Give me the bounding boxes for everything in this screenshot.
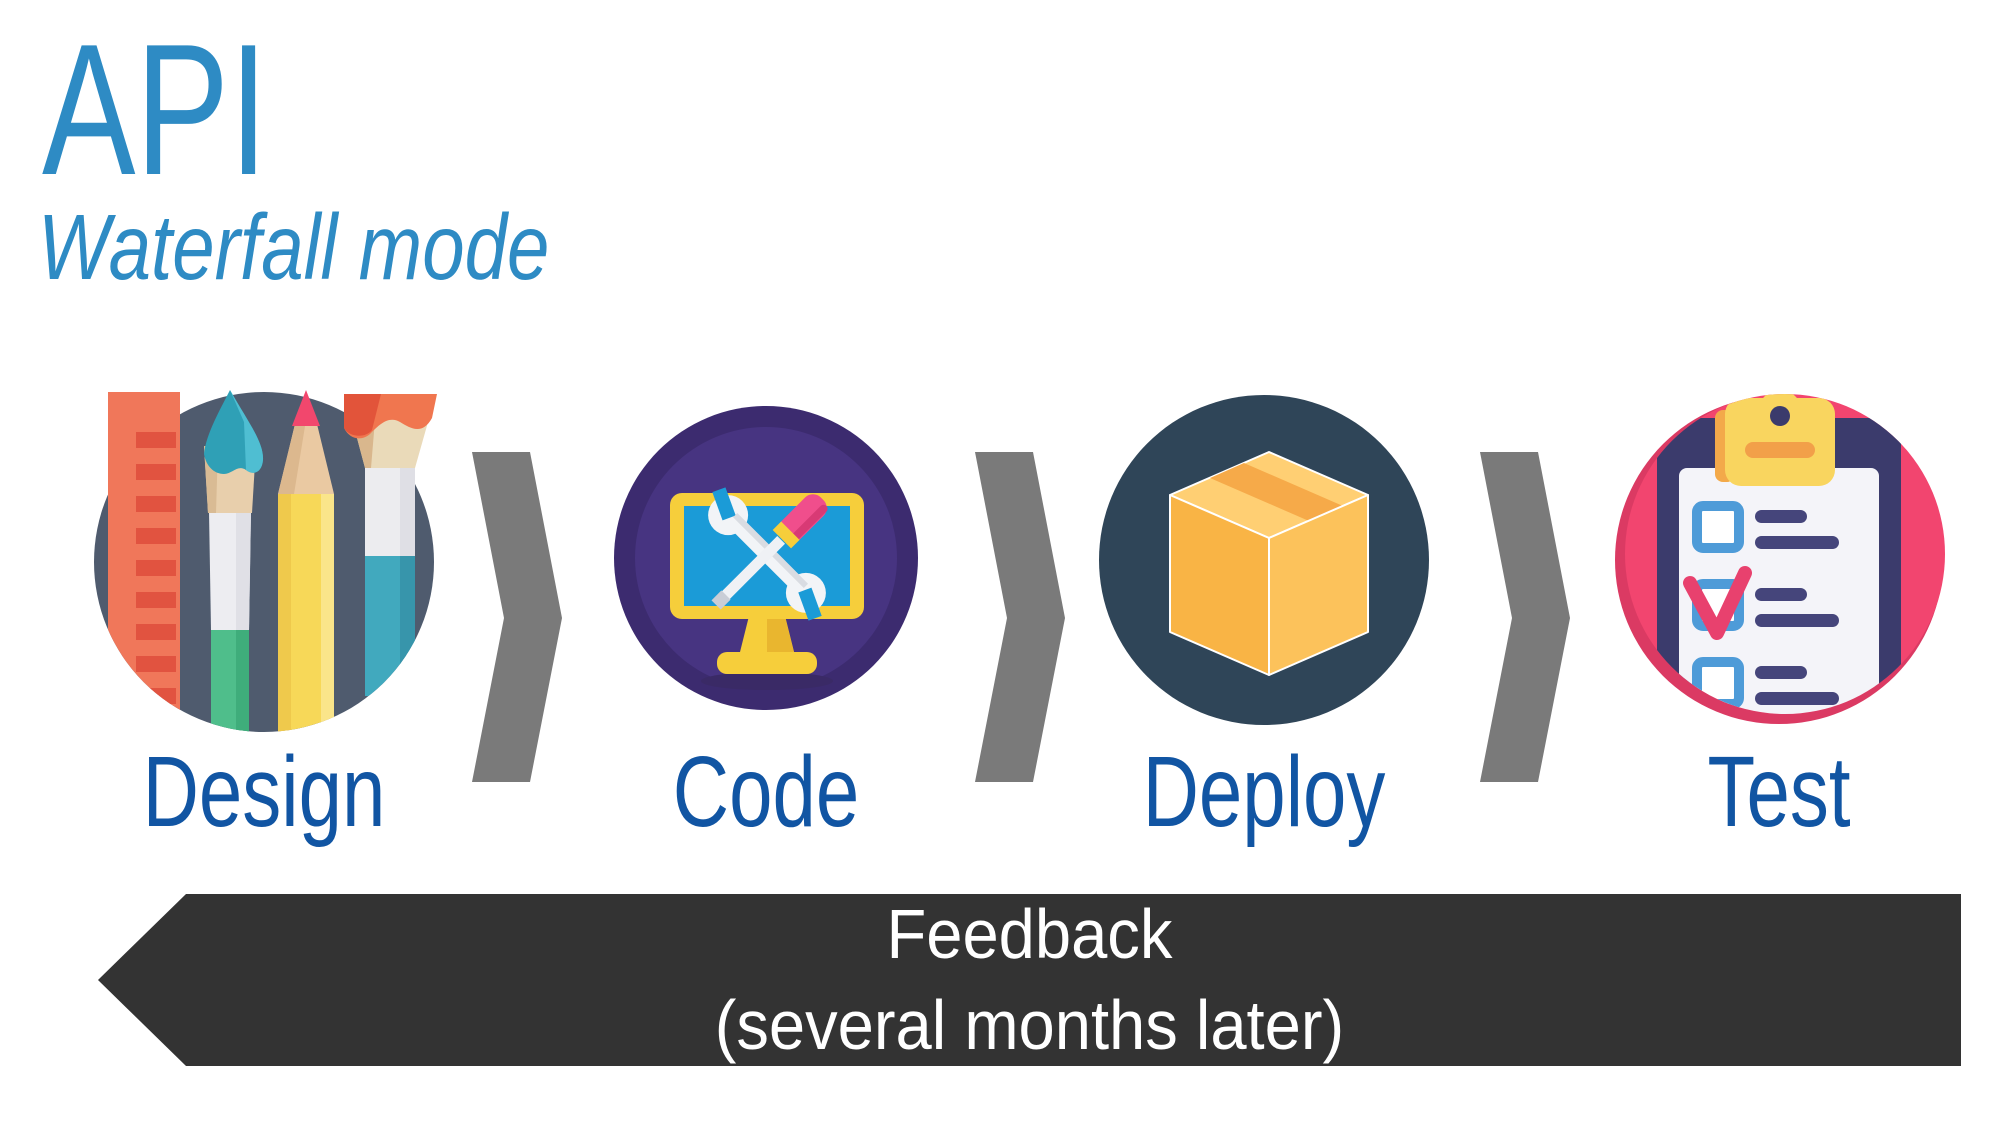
art-tools-icon [94,390,437,732]
chevron-right-icon [472,452,562,782]
monitor-shadow [701,672,833,690]
tools [708,487,828,621]
stage-label-design: Design [142,736,386,848]
page-subtitle: Waterfall mode [38,195,550,299]
list-lines [1755,510,1839,705]
monitor-tools-icon [614,406,918,710]
stage-label-test: Test [1707,736,1851,848]
clipboard [1657,394,1901,714]
feedback-arrow: Feedback (several months later) [98,894,1961,1066]
checklist-clipboard-icon [1615,394,1945,724]
page-title: API [42,5,269,214]
package-box-icon [1099,395,1429,725]
flat-brush [344,394,437,696]
paintbrush [204,390,264,732]
stage-label-code: Code [672,736,860,848]
stage-label-deploy: Deploy [1142,736,1386,848]
box-cube [1169,451,1369,676]
checkmark-icon [1683,566,1752,640]
feedback-line2: (several months later) [714,986,1345,1064]
feedback-line1: Feedback [886,895,1173,973]
chevron-right-icon [1480,452,1570,782]
pencil [278,390,334,732]
screwdriver-icon [711,494,828,610]
art-tools-group [108,390,437,732]
chevron-right-icon [975,452,1065,782]
